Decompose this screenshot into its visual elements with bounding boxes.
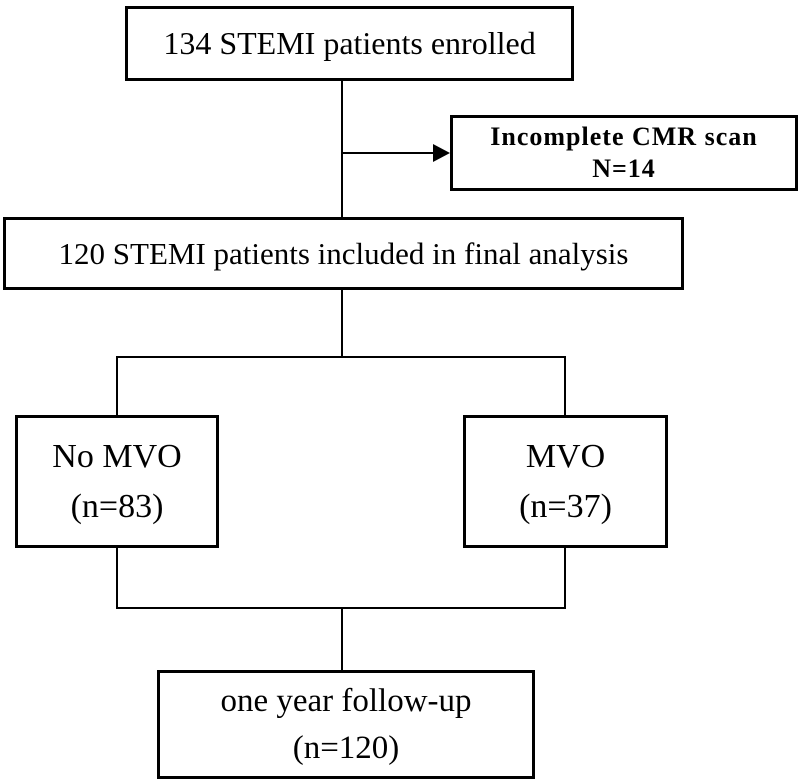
connector-included-down — [341, 289, 343, 357]
merge-left-drop-line — [116, 547, 118, 609]
box-excluded-line1: Incomplete CMR scan — [490, 122, 758, 152]
split-left-drop-line — [116, 356, 118, 416]
merge-right-drop-line — [564, 547, 566, 609]
box-excluded-line2: N=14 — [592, 154, 656, 183]
box-no-mvo: No MVO (n=83) — [15, 415, 219, 548]
arrow-right-icon — [433, 144, 450, 162]
box-mvo-line1: MVO — [525, 438, 606, 476]
split-horizontal-line — [116, 356, 566, 358]
box-followup-line1: one year follow-up — [220, 682, 472, 719]
box-included: 120 STEMI patients included in final ana… — [3, 217, 684, 290]
box-enrolled-text: 134 STEMI patients enrolled — [163, 25, 536, 61]
box-followup-line2: (n=120) — [292, 729, 400, 766]
box-mvo-line2: (n=37) — [519, 487, 612, 525]
box-no-mvo-line1: No MVO — [52, 438, 182, 476]
box-no-mvo-line2: (n=83) — [70, 487, 164, 525]
box-enrolled: 134 STEMI patients enrolled — [125, 6, 574, 81]
connector-merge-to-followup — [341, 607, 343, 671]
box-included-text: 120 STEMI patients included in final ana… — [58, 235, 629, 271]
box-mvo: MVO (n=37) — [463, 415, 668, 548]
box-excluded: Incomplete CMR scan N=14 — [450, 115, 798, 191]
exclusion-arrow-line — [342, 152, 437, 154]
connector-enrolled-to-included — [341, 79, 343, 219]
split-right-drop-line — [564, 356, 566, 416]
box-followup: one year follow-up (n=120) — [157, 670, 535, 779]
